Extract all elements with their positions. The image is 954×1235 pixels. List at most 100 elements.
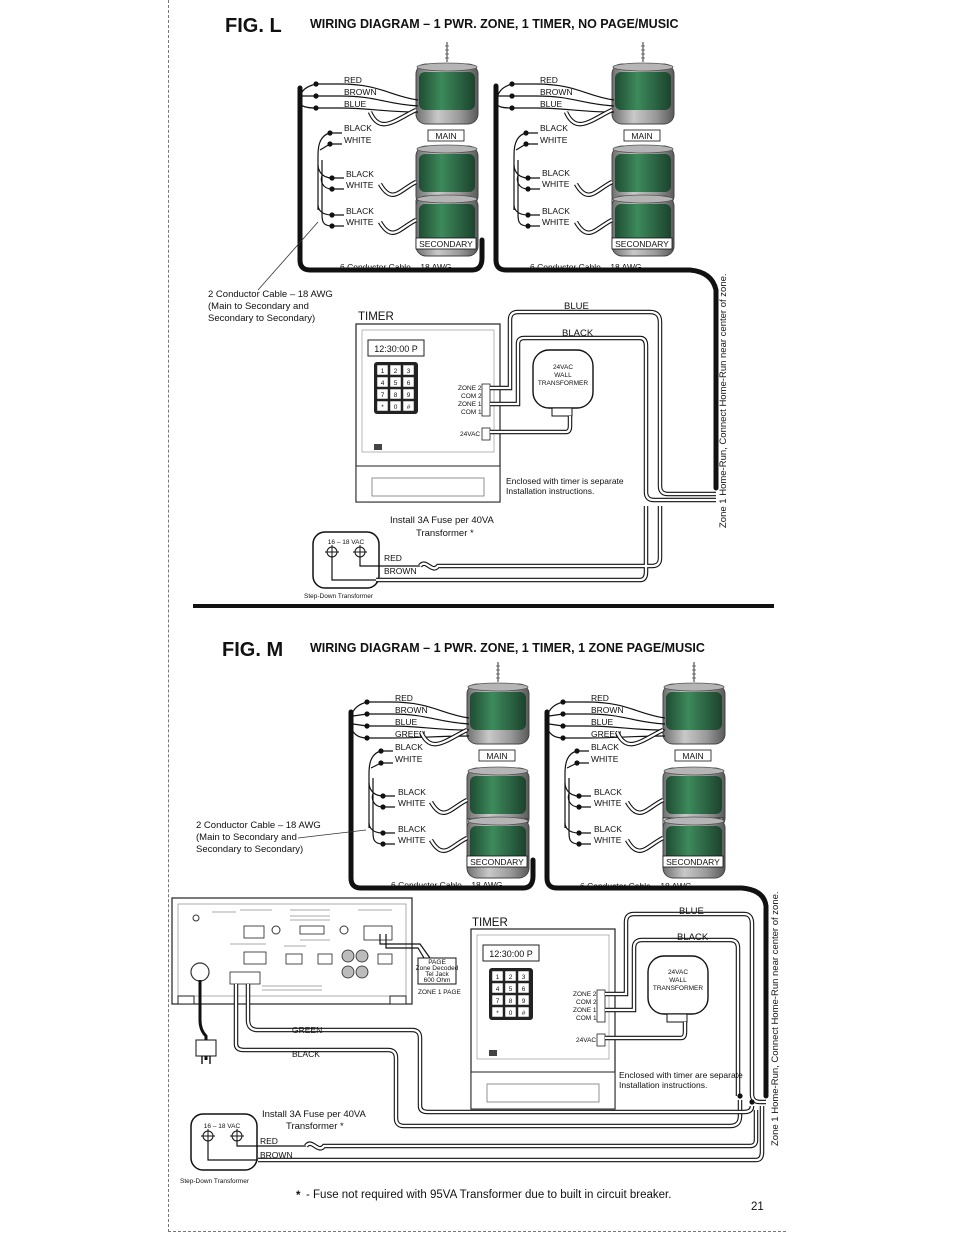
key-star: * — [381, 404, 384, 411]
svg-text:6: 6 — [522, 986, 526, 993]
fig-m-timer: TIMER 12:30:00 P 1 2 3 4 5 6 7 8 9 * 0 # — [470, 917, 616, 1110]
svg-text:BLACK: BLACK — [398, 824, 426, 834]
wire-blue-label: BLUE — [564, 301, 589, 312]
svg-text:600 Ohm: 600 Ohm — [424, 977, 451, 984]
svg-text:ZONE 1: ZONE 1 — [573, 1007, 597, 1014]
svg-text:BLUE: BLUE — [395, 717, 418, 727]
wire-black-label: BLACK — [562, 328, 594, 339]
timer-display: 12:30:00 P — [374, 344, 418, 354]
svg-text:RED: RED — [591, 693, 609, 703]
svg-text:SECONDARY: SECONDARY — [470, 857, 524, 867]
svg-text:WHITE: WHITE — [594, 798, 622, 808]
fig-l-right-valve-stack: MAIN SECONDARY SECONDARY RED BROWN BLUE … — [493, 41, 719, 491]
svg-text:*: * — [496, 1010, 499, 1017]
svg-text:BLACK: BLACK — [594, 824, 622, 834]
timer-note: Enclosed with timer is separate — [506, 476, 624, 486]
wire-label: WHITE — [346, 217, 374, 227]
key-5: 5 — [394, 380, 398, 387]
svg-text:3: 3 — [522, 974, 526, 981]
svg-text:9: 9 — [522, 998, 526, 1005]
wire-label: RED — [540, 75, 558, 85]
svg-text:8: 8 — [509, 998, 513, 1005]
wire-label: BROWN — [344, 87, 377, 97]
key-3: 3 — [407, 368, 411, 375]
svg-text:GREEN: GREEN — [591, 729, 621, 739]
svg-text:Zone 1 Home-Run, Connect Home-: Zone 1 Home-Run, Connect Home-Run near c… — [770, 891, 781, 1146]
svg-text:Transformer *: Transformer * — [286, 1121, 344, 1132]
key-7: 7 — [381, 392, 385, 399]
svg-text:4: 4 — [496, 986, 500, 993]
fig-m-left-valve-stack: MAIN SECONDARY SECONDARY RED BROWN BLUE … — [348, 661, 536, 891]
footnote: - Fuse not required with 95VA Transforme… — [306, 1189, 671, 1201]
wire-label: BLACK — [346, 206, 374, 216]
svg-text:(Main to Secondary and: (Main to Secondary and — [196, 832, 297, 843]
wire-label: BLACK — [344, 123, 372, 133]
wire-black-label: BLACK — [292, 1049, 320, 1059]
key-8: 8 — [394, 392, 398, 399]
key-6: 6 — [407, 380, 411, 387]
svg-text:WALL: WALL — [669, 977, 687, 984]
wire-label: WHITE — [542, 179, 570, 189]
key-1: 1 — [381, 368, 385, 375]
svg-text:SECONDARY: SECONDARY — [666, 857, 720, 867]
two-conductor-note: (Main to Secondary and — [208, 301, 309, 312]
svg-text:BLACK: BLACK — [395, 742, 423, 752]
fig-m-label: FIG. M — [222, 639, 283, 661]
svg-text:5: 5 — [509, 986, 513, 993]
wall-transformer: 24VAC WALL TRANSFORMER — [532, 349, 594, 417]
svg-text:MAIN: MAIN — [486, 751, 507, 761]
svg-text:Installation instructions.: Installation instructions. — [619, 1080, 707, 1090]
svg-text:BLACK: BLACK — [591, 742, 619, 752]
svg-text:TRANSFORMER: TRANSFORMER — [653, 985, 704, 992]
main-label: MAIN — [435, 131, 456, 141]
svg-text:BLACK: BLACK — [594, 787, 622, 797]
svg-text:ZONE 2: ZONE 2 — [573, 991, 597, 998]
key-hash: # — [407, 404, 411, 411]
wire-label: WHITE — [346, 180, 374, 190]
svg-text:TRANSFORMER: TRANSFORMER — [538, 380, 589, 387]
svg-text:BROWN: BROWN — [260, 1150, 293, 1160]
svg-text:Enclosed with timer are separa: Enclosed with timer are separate — [619, 1070, 743, 1080]
fig-l-title: WIRING DIAGRAM – 1 PWR. ZONE, 1 TIMER, N… — [310, 17, 679, 31]
svg-text:24VAC: 24VAC — [668, 969, 688, 976]
fig-l-timer: TIMER 12:30:00 P 1 2 3 4 5 6 7 — [355, 311, 501, 503]
wire-label: BLACK — [540, 123, 568, 133]
wall-transformer: 24VAC WALL TRANSFORMER — [647, 955, 709, 1023]
svg-text:RED: RED — [260, 1136, 278, 1146]
page-number: 21 — [751, 1201, 764, 1213]
svg-text:6 Conductor Cable – 18 AWG: 6 Conductor Cable – 18 AWG — [391, 880, 503, 890]
svg-text:#: # — [522, 1010, 526, 1017]
svg-text:Tel Jack: Tel Jack — [425, 971, 449, 978]
svg-text:BLACK: BLACK — [398, 787, 426, 797]
terminal-label: ZONE 1 — [458, 401, 482, 408]
svg-text:BLUE: BLUE — [591, 717, 614, 727]
wire-label: BLUE — [540, 99, 563, 109]
svg-text:Install 3A Fuse per 40VA: Install 3A Fuse per 40VA — [262, 1109, 367, 1120]
secondary-label: SECONDARY — [419, 239, 473, 249]
svg-text:24VAC: 24VAC — [576, 1037, 596, 1044]
stepdown-red: RED — [384, 553, 402, 563]
timer-note: Installation instructions. — [506, 486, 594, 496]
wire-label: WHITE — [540, 135, 568, 145]
wire-label: WHITE — [344, 135, 372, 145]
wire-label: BLUE — [344, 99, 367, 109]
wire-label: BROWN — [540, 87, 573, 97]
terminal-label: COM 2 — [461, 393, 482, 400]
svg-text:2 Conductor Cable – 18 AWG: 2 Conductor Cable – 18 AWG — [196, 820, 321, 831]
svg-text:BLUE: BLUE — [679, 906, 704, 917]
wire-label: BLACK — [346, 169, 374, 179]
fig-l-label: FIG. L — [225, 15, 282, 37]
wire-green-label: GREEN — [292, 1025, 322, 1035]
svg-text:PAGE: PAGE — [428, 959, 446, 966]
fig-l: FIG. L WIRING DIAGRAM – 1 PWR. ZONE, 1 T… — [208, 15, 729, 600]
svg-text:Step-Down Transformer: Step-Down Transformer — [180, 1178, 250, 1185]
fig-m-title: WIRING DIAGRAM – 1 PWR. ZONE, 1 TIMER, 1… — [310, 641, 705, 655]
svg-text:7: 7 — [496, 998, 500, 1005]
fig-m: FIG. M WIRING DIAGRAM – 1 PWR. ZONE, 1 T… — [171, 639, 781, 1185]
svg-text:RED: RED — [395, 693, 413, 703]
two-conductor-note: 2 Conductor Cable – 18 AWG — [208, 289, 333, 300]
cable-label: 6 Conductor Cable – 18 AWG — [340, 262, 452, 272]
stepdown-brown: BROWN — [384, 566, 417, 576]
svg-text:WHITE: WHITE — [594, 835, 622, 845]
